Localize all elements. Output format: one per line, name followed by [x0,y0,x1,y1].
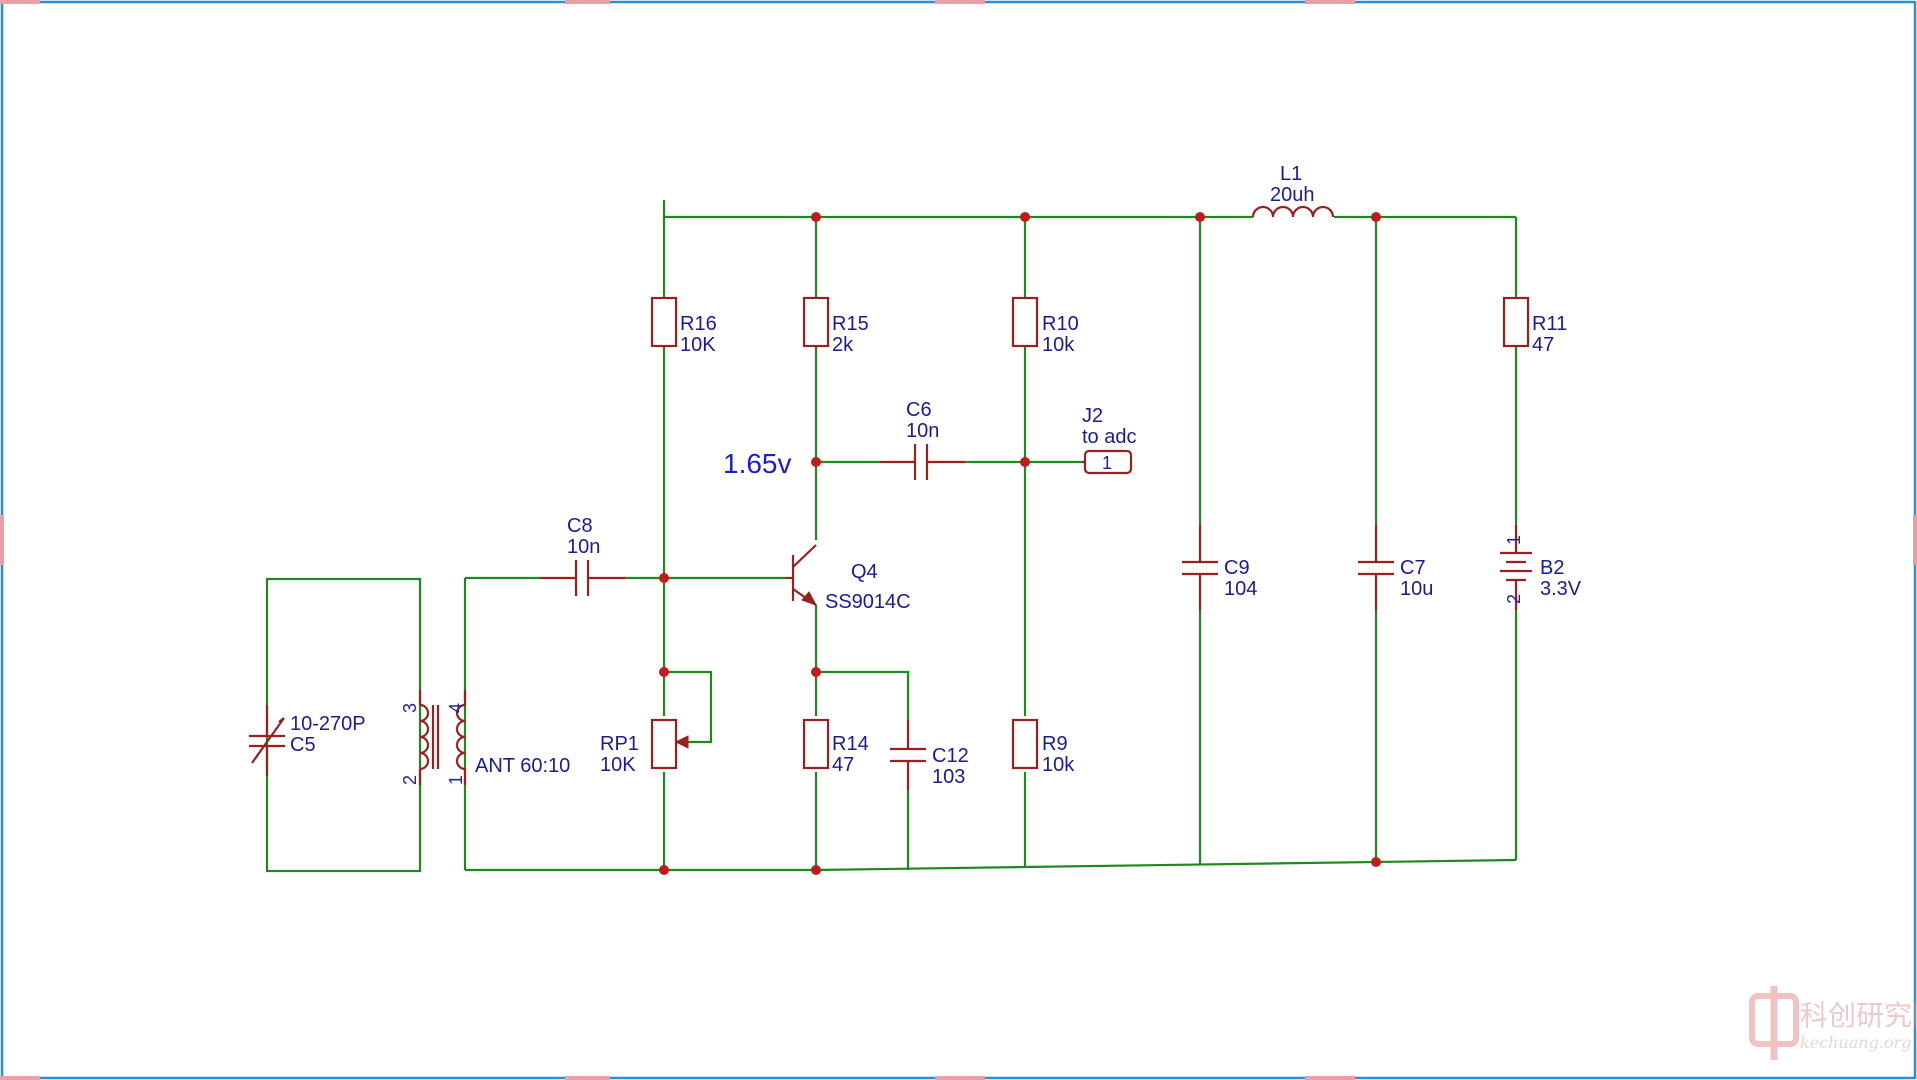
capacitor-C12[interactable] [890,720,926,790]
B2-pin1: 1 [1504,535,1524,545]
C9-value: 104 [1224,578,1257,600]
R10-ref: R10 [1042,313,1079,335]
C8-ref: C8 [567,515,593,537]
R16-value: 10K [680,334,716,356]
L1-value: 20uh [1270,184,1315,206]
resistor-R10[interactable] [1011,296,1039,348]
C5-value: 10-270P [290,713,366,735]
C6-value: 10n [906,420,939,442]
R11-value: 47 [1532,334,1554,356]
capacitor-C7[interactable] [1358,525,1394,610]
Q4-ref: Q4 [851,561,878,583]
resistor-R15[interactable] [802,296,830,348]
potentiometer-RP1[interactable] [650,718,689,770]
capacitor-C6[interactable] [880,444,965,480]
Q4-value: SS9014C [825,591,911,613]
R11-ref: R11 [1532,313,1567,335]
watermark-sub: kechuang.org [1800,1033,1911,1052]
connector-pin-label: 1 [1102,453,1112,473]
B2-ref: B2 [1540,557,1564,579]
inductor-L1[interactable] [1251,205,1335,218]
watermark: 科创研究院 kechuang.org [1749,986,1917,1060]
R15-ref: R15 [832,313,869,335]
resistor-R9[interactable] [1011,718,1039,770]
connector-J2[interactable]: 1 [1082,449,1133,475]
transistor-Q4[interactable] [786,544,818,606]
resistor-R16[interactable] [650,296,678,348]
wires [265,200,1518,873]
C7-ref: C7 [1400,557,1426,579]
capacitor-C8[interactable] [540,560,625,596]
J2-value: to adc [1082,426,1136,448]
C7-value: 10u [1400,578,1433,600]
transformer-ANT[interactable] [418,690,467,785]
C5-ref: C5 [290,734,316,756]
T1-pin2: 2 [400,775,420,785]
junctions [659,212,1381,875]
R10-value: 10k [1042,334,1075,356]
R9-value: 10k [1042,754,1075,776]
R14-ref: R14 [832,733,869,755]
R9-ref: R9 [1042,733,1068,755]
B2-pin2: 2 [1504,594,1524,604]
capacitor-C9[interactable] [1182,525,1218,610]
B2-value: 3.3V [1540,578,1582,600]
L1-ref: L1 [1280,163,1302,185]
R15-value: 2k [832,334,854,356]
J2-ref: J2 [1082,405,1103,427]
T1-pin1: 1 [446,775,466,785]
resistor-R14[interactable] [802,718,830,770]
watermark-main: 科创研究院 [1800,999,1917,1032]
T1-value: ANT 60:10 [475,755,570,777]
C8-value: 10n [567,536,600,558]
C12-value: 103 [932,766,965,788]
T1-pin3: 3 [400,703,420,713]
R16-ref: R16 [680,313,717,335]
C9-ref: C9 [1224,557,1250,579]
C12-ref: C12 [932,745,969,767]
labels: R16 10K R15 2k R10 10k R11 47 L1 20uh C6… [290,163,1582,788]
battery-B2[interactable] [1500,525,1532,610]
variable-capacitor-C5[interactable] [249,705,285,776]
RP1-value: 10K [600,754,636,776]
watermark-logo-icon [1749,986,1799,1060]
voltage-annotation: 1.65v [723,448,792,479]
RP1-ref: RP1 [600,733,639,755]
C6-ref: C6 [906,399,932,421]
resistor-R11[interactable] [1502,296,1530,348]
T1-pin4: 4 [446,703,466,713]
R14-value: 47 [832,754,854,776]
